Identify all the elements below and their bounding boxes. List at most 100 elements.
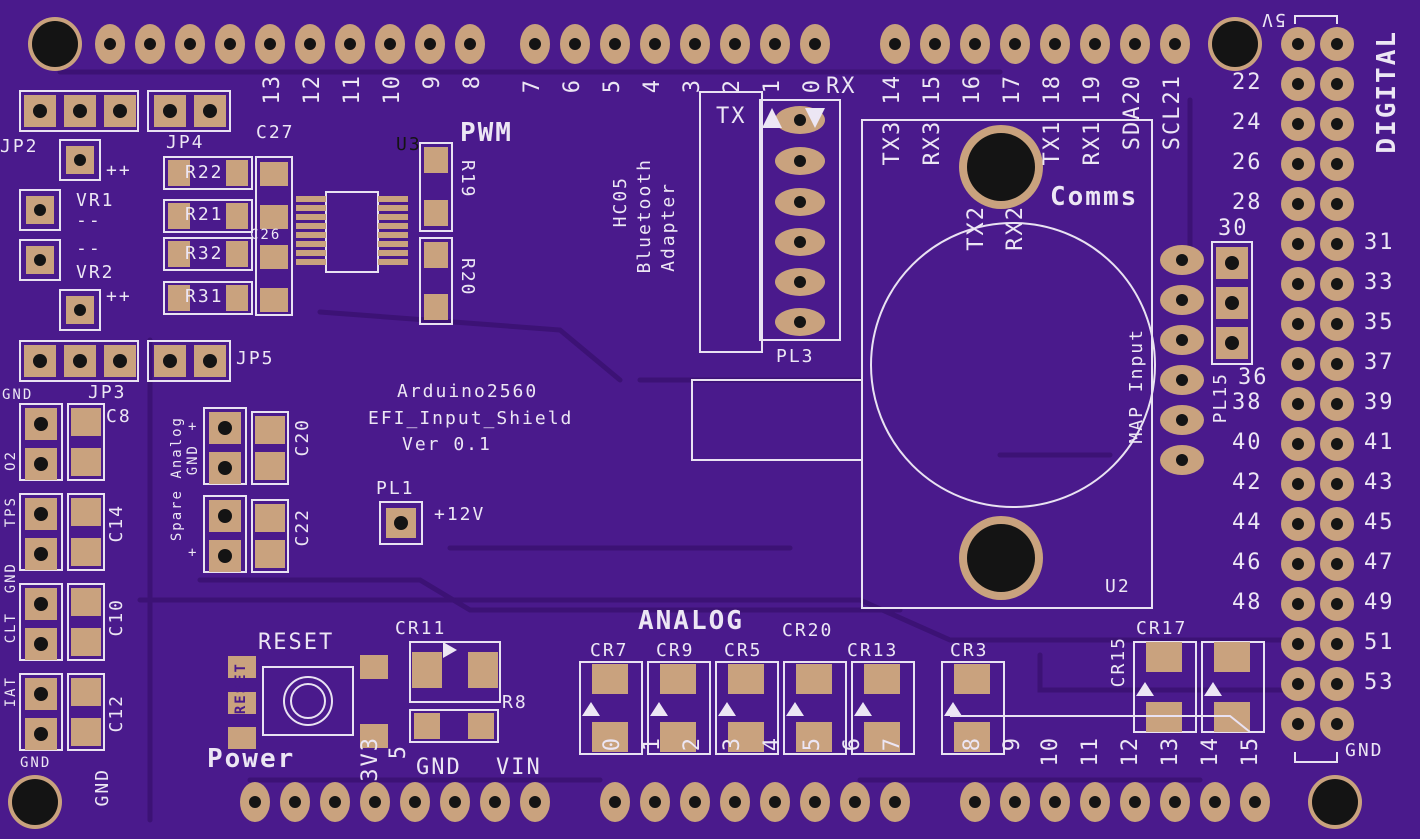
analog-pin-label: 10 [1038,736,1063,767]
drill-hole [489,796,501,808]
tps-label: TPS [3,496,19,528]
pl3-label: PL3 [776,346,815,367]
comms-pin-label: SCL21 [1160,74,1185,151]
analog-pin-label: 4 [760,736,785,752]
top-pin-label: 11 [340,74,365,105]
vr1-minus: -- [76,210,102,231]
drill-hole [264,38,276,50]
spare-plus-bottom: + [188,545,199,561]
mounting-holes [8,17,1362,829]
drill-hole [649,38,661,50]
drill-hole [929,38,941,50]
r32-label: R32 [185,243,224,264]
c10-label: C10 [106,598,127,637]
drill-hole [1292,678,1304,690]
drill-hole [163,104,177,118]
gnd-digital-label: GND [1345,740,1384,761]
drill-hole [1292,278,1304,290]
diode-symbol [786,702,804,716]
drill-hole [569,38,581,50]
clt-label: CLT [3,612,19,644]
drill-hole [1292,198,1304,210]
top-pin-label: 7 [520,78,545,94]
drill-hole [1331,38,1343,50]
drill-hole [1089,796,1101,808]
digital-pin-label: 28 [1232,190,1263,215]
cap-pad [71,718,101,746]
map-input-pads [1160,245,1204,475]
vr2-minus: -- [76,238,102,259]
tx-arrow [762,108,782,128]
spare-analog-pads [203,407,289,573]
cr-pad [954,722,990,752]
analog-pin-label: 6 [840,736,865,752]
top-pin-label: 9 [420,74,445,90]
drill-hole [1331,158,1343,170]
drill-hole [1331,278,1343,290]
iat-label: IAT [3,676,19,708]
drill-hole [34,727,48,741]
analog-label: ANALOG [638,606,744,636]
drill-hole [218,509,232,523]
digital-pin-label: 37 [1364,350,1395,375]
drill-hole [184,38,196,50]
cap-outline [67,403,105,481]
drill-hole [794,236,806,248]
c22-label: C22 [292,508,313,547]
cap-pad [255,416,285,444]
analog-pin-label: 9 [1000,736,1025,752]
digital-pin-label: 24 [1232,110,1263,135]
cr-outline [783,661,847,755]
drill-hole [794,114,806,126]
cr-outline [851,661,915,755]
cr5-label: CR5 [724,640,763,661]
drill-hole [1009,796,1021,808]
drill-hole [344,38,356,50]
drill-hole [1331,558,1343,570]
rx2-label: RX2 [1003,205,1028,251]
drill-hole [329,796,341,808]
jp5-label: JP5 [236,348,275,369]
drill-hole [969,796,981,808]
drill-hole [224,38,236,50]
analog-pin-label: 12 [1118,736,1143,767]
cap-outline [251,411,289,485]
u3-chip [296,191,408,273]
drill-hole [1331,358,1343,370]
power-vin-label: VIN [496,755,542,780]
analog-pin-label: 7 [880,736,905,752]
drill-hole [1292,478,1304,490]
bottom-header-pads [240,782,1270,822]
cap-outline [67,493,105,571]
drill-hole [464,38,476,50]
gnd-side-label: GND [92,768,113,807]
board-version: Ver 0.1 [402,434,492,455]
gnd-mid-label: GND [3,562,19,594]
vr-pads [19,139,101,331]
cr-diode-array [579,641,1265,755]
hc05-line3: Adapter [658,182,679,272]
drill-hole [409,796,421,808]
drill-hole [34,637,48,651]
rx-arrow [805,108,825,128]
cr-outline [579,661,643,755]
jumper-blocks [19,90,231,382]
cr-outline [715,661,779,755]
digital-pin-label: 47 [1364,550,1395,575]
drill-hole [609,38,621,50]
drill-hole [1292,518,1304,530]
top-pin-label: 4 [640,78,665,94]
diode-symbol [1136,682,1154,696]
map-input-label: MAP Input [1126,328,1147,444]
drill-hole [1331,598,1343,610]
drill-hole [424,38,436,50]
drill-hole [609,796,621,808]
drill-hole [794,276,806,288]
cap-outline [251,499,289,573]
drill-hole [1292,318,1304,330]
u3-pin [378,223,408,229]
cr-outline [941,661,1005,755]
drill-hole [203,104,217,118]
drill-hole [849,796,861,808]
cap-pad [71,448,101,476]
